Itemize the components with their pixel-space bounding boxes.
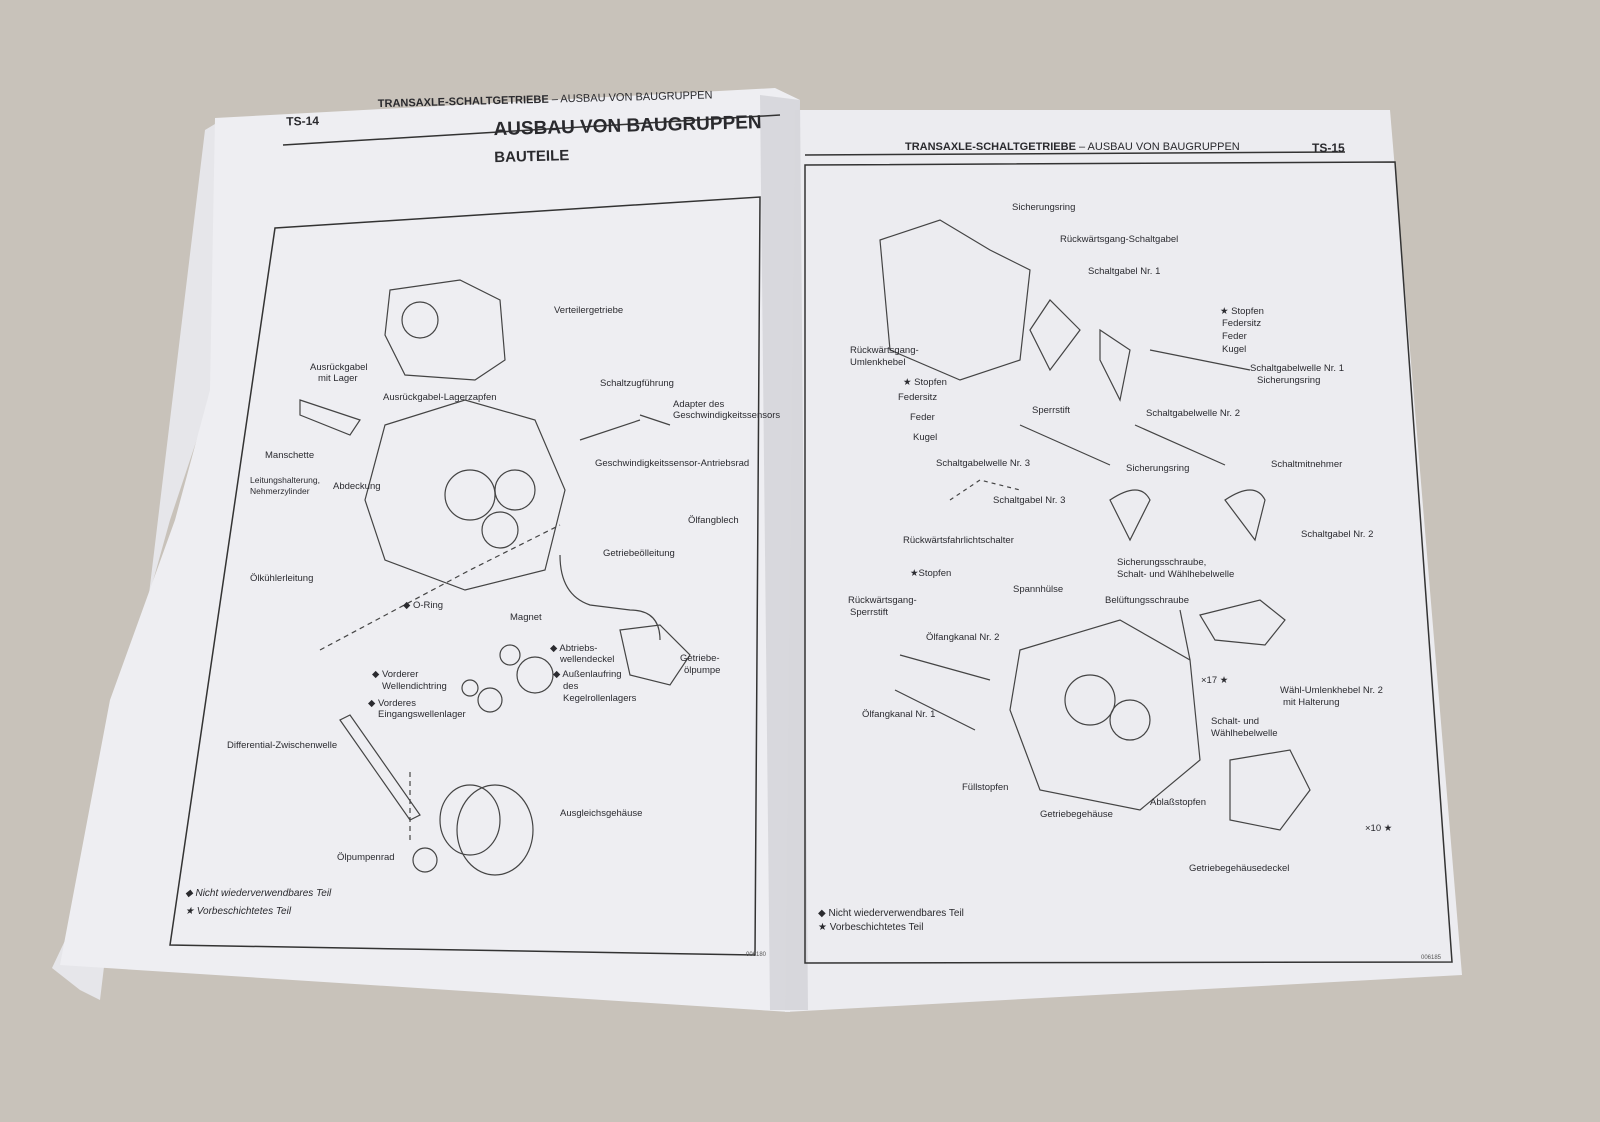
callout-label: Belüftungsschraube — [1105, 595, 1189, 606]
callout-label: Federsitz — [898, 392, 938, 403]
callout-label: Getriebe- — [680, 653, 720, 664]
callout-label: Eingangswellenlager — [378, 709, 466, 720]
callout-label: Füllstopfen — [962, 782, 1009, 793]
left-page — [60, 88, 800, 1012]
callout-label: ◆ Abtriebs- — [550, 643, 598, 654]
callout-label: ×10 ★ — [1365, 823, 1393, 834]
callout-label: Adapter des — [673, 399, 725, 410]
callout-label: Schalt- und Wählhebelwelle — [1117, 569, 1235, 580]
callout-label: Kegelrollenlagers — [563, 693, 637, 704]
callout-label: Kugel — [913, 432, 938, 443]
callout-label: Getriebegehäuse — [1040, 809, 1113, 820]
left-diagram-frame — [169, 196, 761, 956]
callout-label: mit Halterung — [1283, 697, 1340, 708]
figure-code: 006185 — [1421, 955, 1442, 961]
header-section: – AUSBAU VON BAUGRUPPEN — [1078, 141, 1240, 153]
callout-label: ◆ O-Ring — [403, 600, 444, 611]
callout-label: Feder — [910, 412, 935, 423]
callout-label: mit Lager — [318, 373, 358, 384]
callout-label: Schaltgabel Nr. 3 — [993, 495, 1066, 506]
callout-label: Ölfangkanal Nr. 2 — [926, 632, 1000, 643]
callout-label: Ölfangkanal Nr. 1 — [862, 709, 936, 720]
callout-label: Rückwärtsgang- — [848, 595, 917, 606]
page-edges — [52, 118, 225, 1000]
callout-label: Ölfangblech — [688, 515, 739, 526]
callout-label: Schaltgabel Nr. 1 — [1088, 266, 1161, 277]
callout-label: Ausgleichsgehäuse — [560, 808, 643, 819]
figure-code: 006180 — [746, 952, 767, 958]
callout-label: Rückwärtsfahrlichtschalter — [903, 535, 1014, 546]
callout-label: Wähl-Umlenkhebel Nr. 2 — [1280, 685, 1383, 696]
callout-label: Sicherungsring — [1257, 375, 1321, 386]
callout-label: Ablaßstopfen — [1150, 797, 1206, 808]
header-chapter: TRANSAXLE-SCHALTGETRIEBE — [905, 141, 1076, 153]
callout-label: Schaltgabelwelle Nr. 2 — [1146, 408, 1240, 419]
callout-label: Sicherungsring — [1012, 202, 1076, 213]
right-page-number: TS-15 — [1312, 141, 1345, 155]
callout-label: Sperrstift — [850, 607, 889, 618]
callout-label: Feder — [1222, 331, 1247, 342]
callout-label: Differential-Zwischenwelle — [227, 740, 338, 751]
callout-label: Rückwärtsgang-Schaltgabel — [1060, 234, 1179, 245]
callout-label: Verteilergetriebe — [554, 305, 624, 316]
callout-label: Ausrückgabel — [310, 362, 368, 373]
callout-label: Getriebegehäusedeckel — [1189, 863, 1290, 874]
callout-label: Ölkühlerleitung — [250, 573, 314, 584]
callout-label: Ausrückgabel-Lagerzapfen — [383, 392, 497, 403]
callout-label: Rückwärtsgang- — [850, 345, 919, 356]
callout-label: Wellendichtring — [382, 681, 447, 692]
callout-label: ★ Stopfen — [1220, 306, 1264, 317]
callout-label: Wählhebelwelle — [1211, 728, 1278, 739]
callout-label: ölpumpe — [684, 665, 721, 676]
callout-label: Magnet — [510, 612, 542, 623]
callout-label: Manschette — [265, 450, 315, 461]
callout-label: ◆ Außenlaufring — [553, 669, 622, 680]
callout-label: Sicherungsring — [1126, 463, 1190, 474]
right-exploded-drawing — [879, 219, 1311, 831]
callout-label: Leitungshalterung, — [250, 475, 320, 485]
legend-precoated: ★ Vorbeschichtetes Teil — [818, 922, 924, 933]
right-page — [785, 110, 1462, 1012]
callout-label: ◆ Vorderer — [372, 669, 419, 680]
callout-label: Kugel — [1222, 344, 1247, 355]
callout-label: Schalt- und — [1211, 716, 1260, 727]
callout-label: des — [563, 681, 579, 692]
page-subtitle: BAUTEILE — [494, 147, 570, 167]
callout-label: Sperrstift — [1032, 405, 1071, 416]
callout-label: ◆ Vorderes — [368, 698, 416, 709]
callout-label: Sicherungsschraube, — [1117, 557, 1207, 568]
callout-label: Schaltgabelwelle Nr. 1 — [1250, 363, 1344, 374]
callout-label: ×17 ★ — [1201, 675, 1229, 686]
callout-label: wellendeckel — [560, 654, 615, 665]
callout-label: Abdeckung — [333, 481, 381, 492]
callout-label: Schaltgabel Nr. 2 — [1301, 529, 1374, 540]
legend-non-reusable: ◆ Nicht wiederverwendbares Teil — [185, 888, 332, 899]
callout-label: Geschwindigkeitssensor-Antriebsrad — [595, 458, 750, 469]
callout-label: Schaltmitnehmer — [1271, 459, 1343, 470]
callout-label: Federsitz — [1222, 318, 1262, 329]
callout-label: ★ Stopfen — [903, 377, 947, 388]
callout-label: ★Stopfen — [910, 568, 952, 579]
left-exploded-drawing — [299, 279, 691, 876]
legend-precoated: ★ Vorbeschichtetes Teil — [185, 906, 292, 917]
callout-label: Ölpumpenrad — [337, 852, 395, 863]
callout-label: Schaltgabelwelle Nr. 3 — [936, 458, 1030, 469]
callout-label: Getriebeölleitung — [603, 548, 675, 559]
callout-label: Geschwindigkeitssensors — [673, 410, 781, 421]
legend-non-reusable: ◆ Nicht wiederverwendbares Teil — [818, 908, 964, 919]
right-diagram-frame — [804, 161, 1453, 964]
callout-label: Spannhülse — [1013, 584, 1064, 595]
callout-label: Schaltzugführung — [600, 378, 674, 389]
callout-label: Umlenkhebel — [850, 357, 906, 368]
right-page-header: TRANSAXLE-SCHALTGETRIEBE – AUSBAU VON BA… — [905, 141, 1240, 153]
left-page-number: TS-14 — [286, 113, 320, 129]
callout-label: Nehmerzylinder — [250, 486, 310, 496]
